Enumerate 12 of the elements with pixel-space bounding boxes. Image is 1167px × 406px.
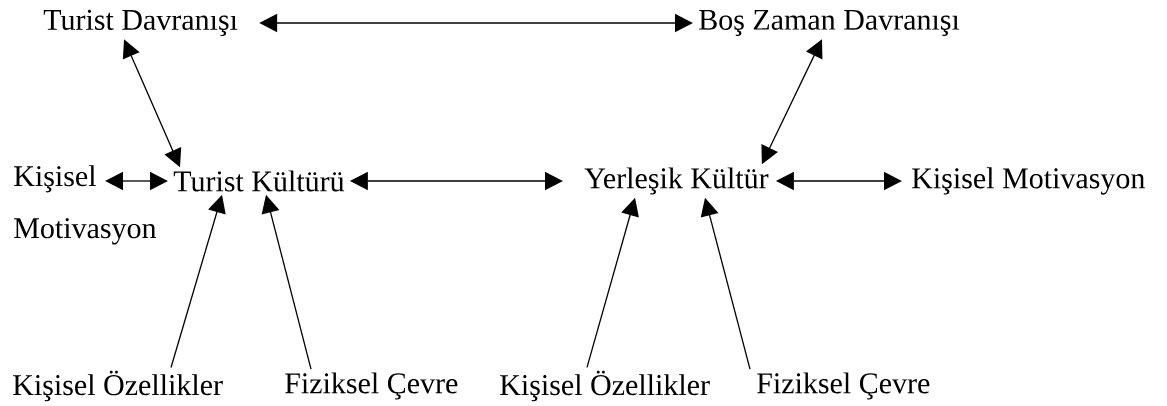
arrow	[105, 171, 168, 191]
text-label: Fiziksel Çevre	[757, 372, 930, 400]
text-label: Yerleşik Kültür	[584, 167, 769, 195]
arrow	[259, 13, 693, 33]
text-label: Kişisel Özellikler	[13, 370, 223, 402]
text-label: Kişisel Motivasyon	[912, 167, 1145, 195]
text-label: Turist Kültürü	[173, 170, 345, 192]
text-label: Turist Davranışı	[43, 9, 238, 37]
text-label: Kişisel Motivasyon	[14, 165, 157, 245]
text-label: Kişisel Özellikler	[500, 370, 710, 402]
text-label: Fiziksel Çevre	[285, 372, 458, 400]
text-label: Boş Zaman Davranışı	[699, 9, 960, 36]
